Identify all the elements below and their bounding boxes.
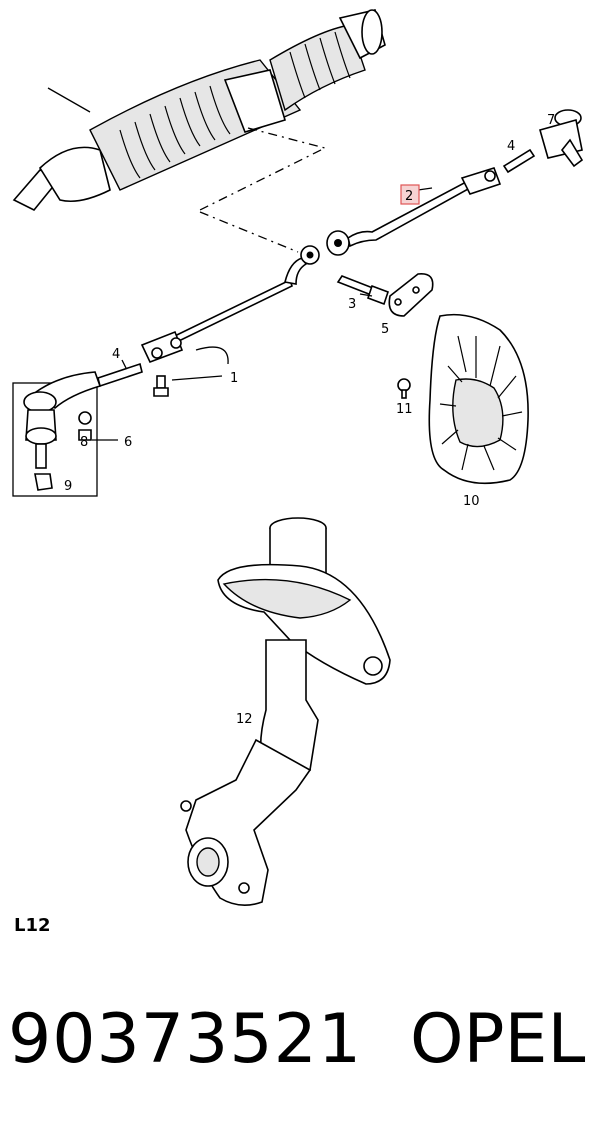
section-label: L12 — [14, 915, 51, 936]
callout-11: 11 — [396, 402, 413, 417]
callout-2: 2 — [405, 189, 413, 204]
steering-parts-diagram: 1 2 3 4 4 5 6 7 8 9 10 11 12 — [12, 9, 584, 906]
adjuster-screw-right — [502, 148, 536, 174]
callout-8: 8 — [80, 435, 88, 450]
callout-5: 5 — [381, 322, 389, 337]
alignment-line-upper — [199, 127, 327, 211]
lock-plate-5 — [388, 273, 434, 317]
callout-10: 10 — [463, 494, 480, 509]
tie-rod-right — [326, 167, 502, 256]
tie-rod-left — [140, 245, 320, 364]
tie-rod-end-left — [23, 371, 102, 491]
steering-rack — [12, 9, 386, 212]
callout-7: 7 — [547, 113, 555, 128]
callout-4-right: 4 — [507, 139, 515, 154]
clip-11 — [397, 378, 411, 399]
part-number: 90373521 — [8, 1000, 363, 1079]
dust-cover-10 — [428, 313, 529, 485]
callout-4-left: 4 — [112, 347, 120, 362]
callout-2-highlight — [400, 184, 420, 205]
callout-3: 3 — [348, 297, 356, 312]
brand-name: OPEL — [410, 1000, 586, 1079]
callout-1: 1 — [230, 371, 238, 386]
bolt-1 — [153, 375, 169, 397]
callout-12: 12 — [236, 712, 253, 727]
callout-9: 9 — [64, 479, 72, 494]
alignment-line-lower — [199, 211, 299, 253]
leader-lines — [92, 187, 433, 441]
strut-knuckle-12 — [180, 517, 391, 906]
bolt-3 — [336, 275, 390, 306]
adjuster-screw-left — [97, 362, 143, 388]
tie-rod-end-right — [539, 109, 584, 168]
callout-6: 6 — [124, 435, 132, 450]
